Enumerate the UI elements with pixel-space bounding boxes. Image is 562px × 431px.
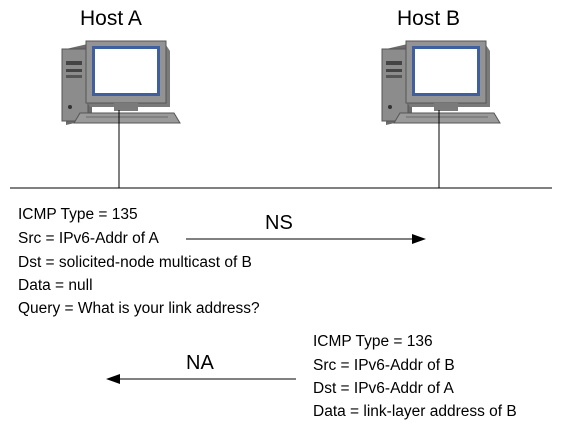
host-b-label: Host B <box>397 7 461 30</box>
ns-query: Query = What is your link address? <box>18 300 260 317</box>
host-a-label: Host A <box>80 7 142 30</box>
na-src: Src = IPv6-Addr of B <box>313 357 455 374</box>
ns-arrow <box>186 234 426 244</box>
ns-label: NS <box>265 212 293 234</box>
ns-src: Src = IPv6-Addr of A <box>18 230 159 247</box>
na-data: Data = link-layer address of B <box>313 403 517 420</box>
na-arrow <box>106 374 296 384</box>
na-icmp-type: ICMP Type = 136 <box>313 333 433 350</box>
ns-icmp-type: ICMP Type = 135 <box>18 206 138 223</box>
ns-data: Data = null <box>18 277 93 294</box>
na-dst: Dst = IPv6-Addr of A <box>313 380 454 397</box>
host-a-computer-icon <box>61 40 181 126</box>
ns-dst: Dst = solicited-node multicast of B <box>18 254 252 271</box>
na-label: NA <box>186 352 214 374</box>
host-b-computer-icon <box>381 40 501 126</box>
